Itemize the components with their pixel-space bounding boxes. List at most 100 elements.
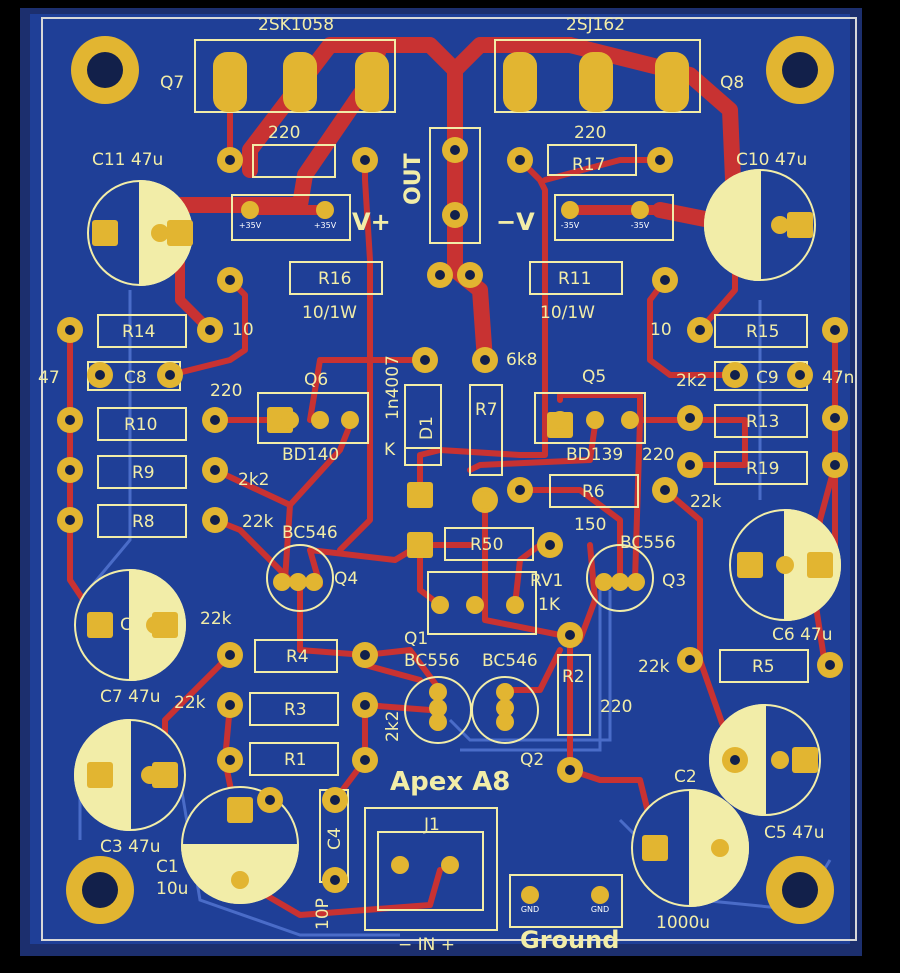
small-pad-27 bbox=[391, 856, 409, 874]
pad-net-label-0: +35V bbox=[239, 221, 262, 230]
small-pad-12 bbox=[431, 596, 449, 614]
label-q4: Q4 bbox=[334, 569, 358, 589]
pad-hole-28 bbox=[660, 485, 670, 495]
resistor-r2 bbox=[557, 654, 591, 736]
label-q7-part: 2SK1058 bbox=[258, 15, 334, 35]
pad-hole-10 bbox=[695, 325, 705, 335]
small-pad-3 bbox=[551, 411, 569, 429]
resistor-r1 bbox=[249, 742, 339, 776]
label-q8: Q8 bbox=[720, 73, 744, 93]
pad-hole-6 bbox=[465, 270, 475, 280]
square-pad-3 bbox=[87, 612, 113, 638]
small-pad-28 bbox=[441, 856, 459, 874]
pad-hole-12 bbox=[95, 370, 105, 380]
pad-hole-16 bbox=[65, 415, 75, 425]
resistor-r7 bbox=[469, 384, 503, 476]
label-bc556-q3: BC556 bbox=[620, 533, 676, 553]
label-r8: R8 bbox=[132, 512, 155, 532]
pad-net-label-5: GND bbox=[591, 905, 609, 914]
pad-hole-8 bbox=[65, 325, 75, 335]
pad-hole-9 bbox=[205, 325, 215, 335]
pad-hole-22 bbox=[685, 460, 695, 470]
pad-hole-44 bbox=[730, 755, 740, 765]
label-r15: R15 bbox=[746, 322, 779, 342]
label-r13: R13 bbox=[746, 412, 779, 432]
pad-hole-48 bbox=[420, 355, 430, 365]
label-d1: D1 bbox=[417, 416, 437, 440]
resistor-r5 bbox=[719, 649, 809, 683]
label-r6-val: 22k bbox=[690, 492, 722, 512]
resistor-r8 bbox=[97, 504, 187, 538]
label-c10: C10 47u bbox=[736, 150, 807, 170]
resistor-r50 bbox=[444, 527, 534, 561]
label-bc546-q2: BC546 bbox=[482, 651, 538, 671]
label-r2: R2 bbox=[562, 667, 585, 687]
label-bd139: BD139 bbox=[566, 445, 623, 465]
small-pad-15 bbox=[429, 683, 447, 701]
square-pad-9 bbox=[227, 797, 253, 823]
pad-hole-11 bbox=[830, 325, 840, 335]
label-r-top-right-val: 220 bbox=[574, 123, 606, 143]
square-pad-8 bbox=[152, 762, 178, 788]
label-q7: Q7 bbox=[160, 73, 184, 93]
resistor-r9 bbox=[97, 455, 187, 489]
square-pad-1 bbox=[92, 220, 118, 246]
label-r16-val: 10/1W bbox=[302, 303, 357, 323]
label-r2-val: 220 bbox=[600, 697, 632, 717]
label-r7: R7 bbox=[475, 400, 498, 420]
label-c8-val: 47 bbox=[38, 368, 60, 388]
q8-pad-2 bbox=[579, 52, 613, 112]
label-bc546-q4: BC546 bbox=[282, 523, 338, 543]
pad-hole-31 bbox=[225, 650, 235, 660]
label-c7-r3-val: 22k bbox=[174, 693, 206, 713]
capacitor-c11 bbox=[87, 179, 193, 287]
label-c9: C9 bbox=[756, 368, 779, 388]
small-pad-19 bbox=[496, 699, 514, 717]
pad-hole-3 bbox=[655, 155, 665, 165]
resistor-r-top-left bbox=[252, 144, 336, 178]
label-r3b-val: 2k2 bbox=[383, 711, 403, 742]
power-header-left-outline bbox=[231, 194, 351, 241]
label-r11: R11 bbox=[558, 269, 591, 289]
small-pad-26 bbox=[591, 886, 609, 904]
square-pad-2 bbox=[787, 212, 813, 238]
small-pad-1 bbox=[311, 411, 329, 429]
label-r9-val: 2k2 bbox=[238, 470, 269, 490]
small-pad-18 bbox=[496, 683, 514, 701]
small-pad-36 bbox=[141, 766, 159, 784]
label-c5: C5 47u bbox=[764, 823, 825, 843]
small-pad-29 bbox=[476, 491, 494, 509]
label-q5: Q5 bbox=[582, 367, 606, 387]
label-v-minus: −V bbox=[496, 208, 535, 236]
label-r19-val: 220 bbox=[642, 445, 674, 465]
pad-hole-41 bbox=[330, 795, 340, 805]
label-c11: C11 47u bbox=[92, 150, 163, 170]
small-pad-30 bbox=[231, 871, 249, 889]
pad-hole-47 bbox=[480, 355, 490, 365]
label-r50-val: 150 bbox=[574, 515, 606, 535]
diode-d1-body bbox=[404, 384, 442, 466]
small-pad-23 bbox=[561, 201, 579, 219]
small-pad-13 bbox=[466, 596, 484, 614]
label-c2: C2 bbox=[674, 767, 697, 787]
square-pad-12 bbox=[407, 482, 433, 508]
pad-hole-35 bbox=[225, 700, 235, 710]
pad-hole-7 bbox=[660, 275, 670, 285]
small-pad-33 bbox=[771, 216, 789, 234]
small-pad-4 bbox=[586, 411, 604, 429]
capacitors-large bbox=[74, 168, 841, 908]
label-ground: Ground bbox=[520, 926, 619, 954]
label-c8: C8 bbox=[124, 368, 147, 388]
pad-hole-27 bbox=[515, 485, 525, 495]
rv1-outline bbox=[427, 571, 537, 635]
capacitor-c5 bbox=[709, 703, 821, 817]
small-pad-14 bbox=[506, 596, 524, 614]
transistor-q5-outline bbox=[534, 392, 646, 444]
label-r11-val: 10/1W bbox=[540, 303, 595, 323]
label-r15-val: 10 bbox=[650, 320, 672, 340]
square-pad-5 bbox=[737, 552, 763, 578]
pad-net-label-2: -35V bbox=[561, 221, 580, 230]
square-pad-0 bbox=[167, 220, 193, 246]
pad-hole-40 bbox=[565, 765, 575, 775]
